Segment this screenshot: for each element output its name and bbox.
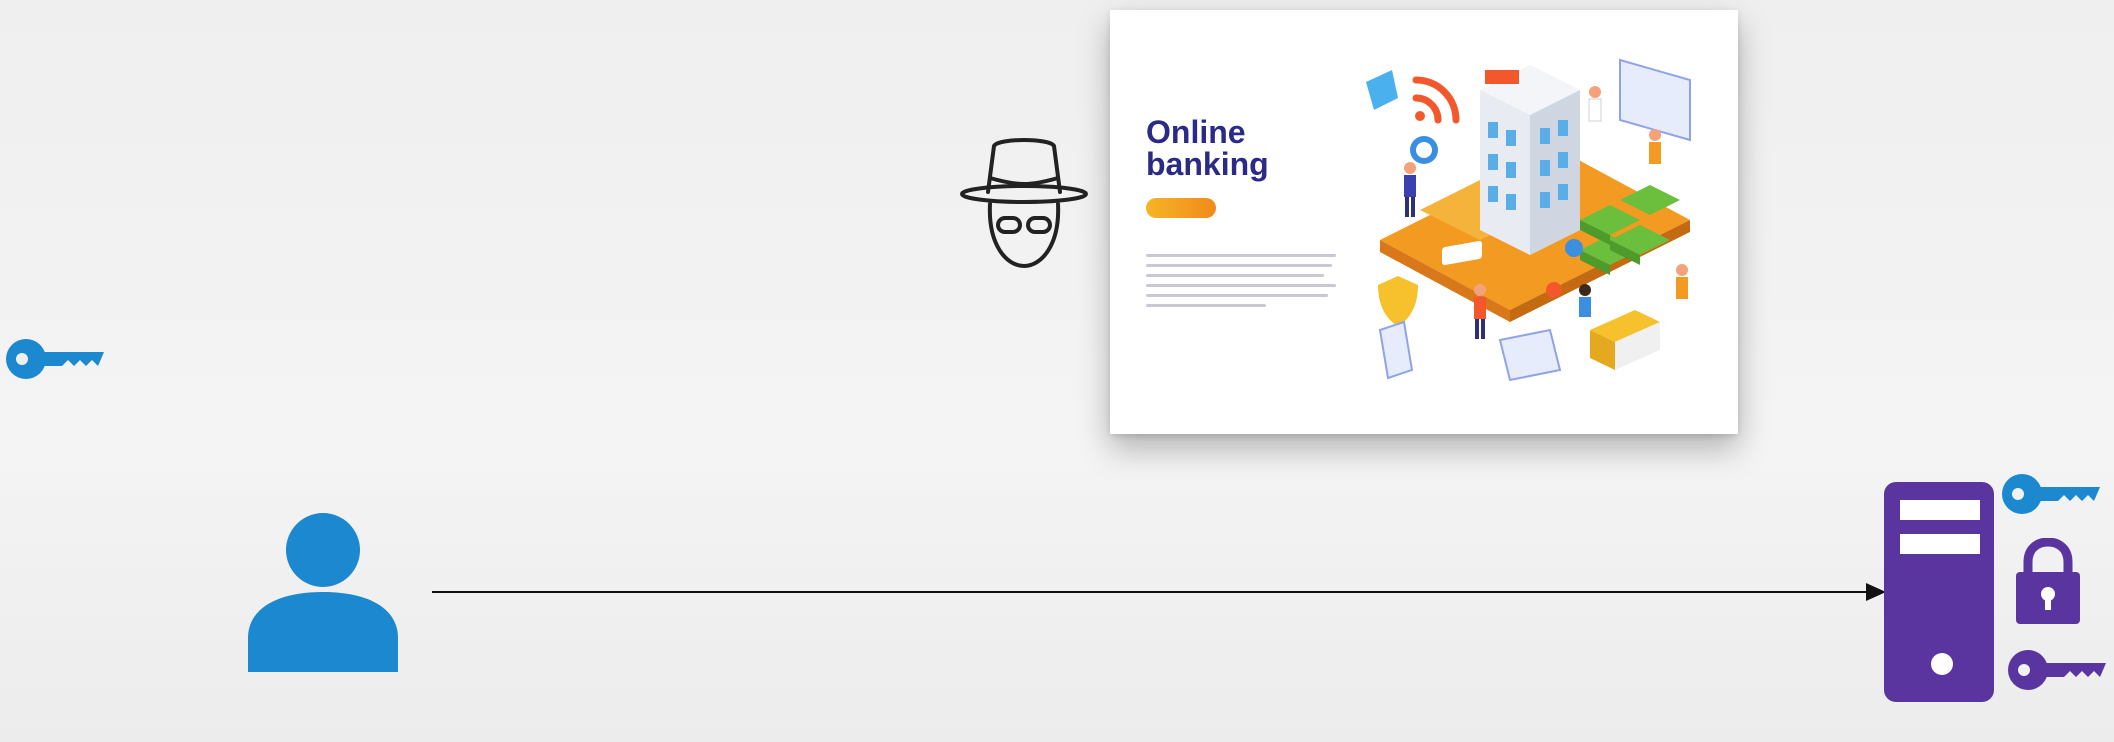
key-icon [2008,650,2106,690]
title-line-2: banking [1146,146,1269,182]
connection-arrow [432,583,1886,601]
banking-illustration [1366,58,1691,382]
paragraph-line [1146,274,1324,277]
paragraph-line [1146,304,1266,307]
paragraph-line [1146,264,1332,267]
title-line-1: Online [1146,114,1246,150]
page-title: Online banking [1146,116,1386,180]
key-icon [2002,474,2100,514]
paragraph-line [1146,284,1336,287]
cta-button [1146,198,1216,218]
hacker-icon [960,138,1088,268]
paragraph-line [1146,294,1328,297]
lock-icon [2016,538,2080,624]
user-icon [248,513,398,672]
paragraph-line [1146,254,1336,257]
server-icon [1884,482,1994,702]
online-banking-webpage: Online banking [1110,10,1738,434]
key-icon [6,339,104,379]
